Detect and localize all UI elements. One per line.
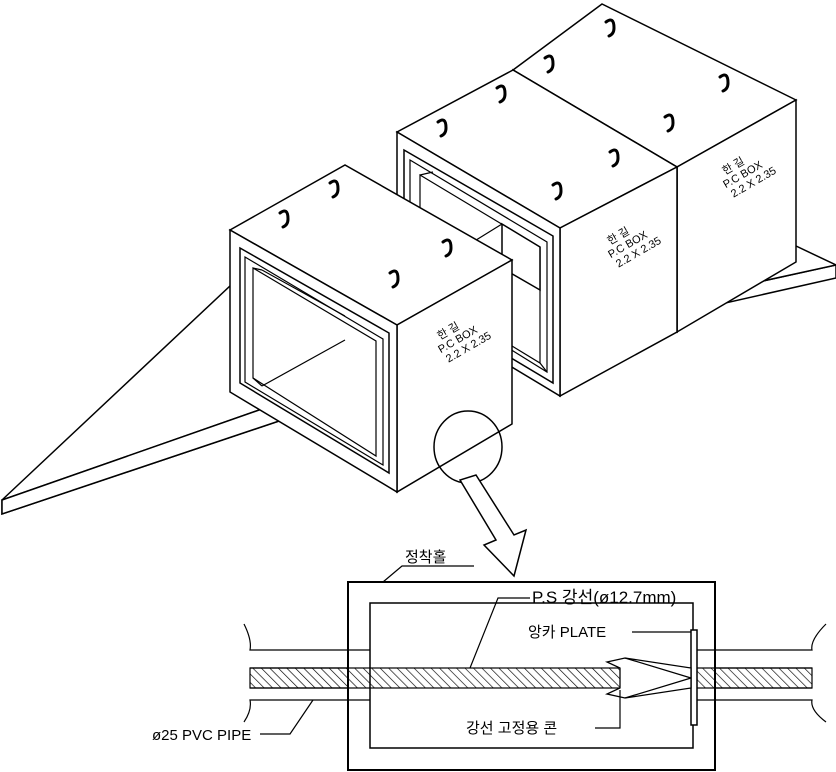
pvc-pipe-label: ø25 PVC PIPE [152,727,251,744]
anchor-plate [690,629,698,726]
ps-strand-label: P.S 강선(ø12.7mm) [532,588,676,607]
strand-wedge-label: 강선 고정용 콘 [466,720,557,737]
anchor-plate-label: 앙카 PLATE [528,624,606,641]
ps-strand [249,667,813,689]
front-box [228,164,514,494]
anchor-hole-label: 정착홀 [405,549,446,566]
detail-section [243,581,827,771]
leader-lines [260,565,691,735]
lifting-hooks [278,18,730,289]
detail-callout [433,410,528,578]
